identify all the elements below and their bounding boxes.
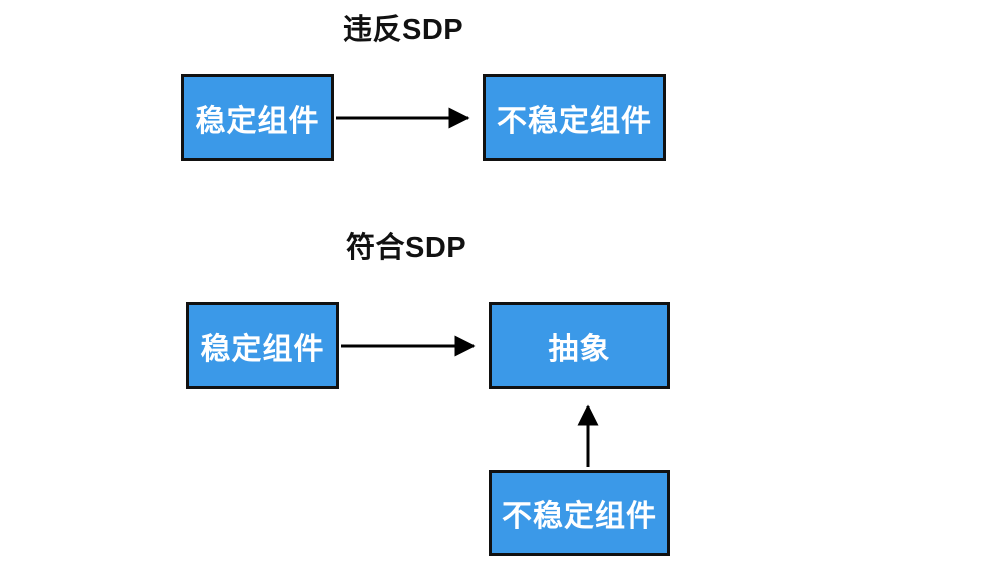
section-title-violates-sdp: 违反SDP bbox=[343, 14, 464, 46]
box-unstable-component-2: 不稳定组件 bbox=[489, 470, 670, 556]
box-abstraction: 抽象 bbox=[489, 302, 670, 389]
box-unstable-component-1: 不稳定组件 bbox=[483, 74, 666, 161]
section-title-complies-sdp: 符合SDP bbox=[346, 232, 467, 264]
box-stable-component-2: 稳定组件 bbox=[186, 302, 339, 389]
box-stable-component-1: 稳定组件 bbox=[181, 74, 334, 161]
